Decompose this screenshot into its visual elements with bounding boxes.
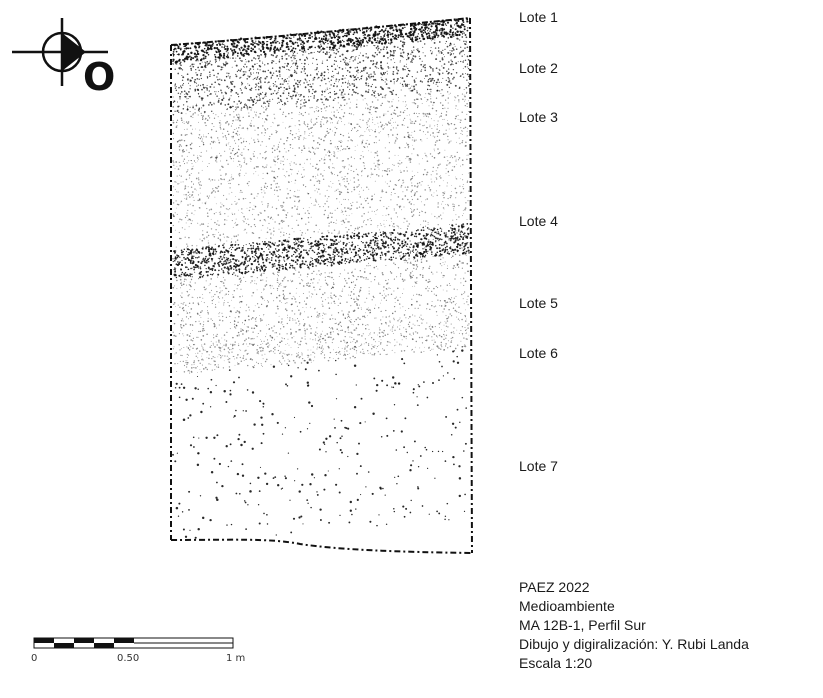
scale-bar <box>33 637 234 649</box>
lote-label-1: Lote 1 <box>519 9 558 25</box>
strata-stipple <box>172 18 470 539</box>
lote-label-6: Lote 6 <box>519 345 558 361</box>
scale-tick-1m: 1 m <box>226 653 246 664</box>
lote-label-5: Lote 5 <box>519 295 558 311</box>
caption-scale: Escala 1:20 <box>519 655 593 671</box>
north-arrow-letter: O <box>83 55 115 99</box>
caption-profile: MA 12B-1, Perfil Sur <box>519 617 646 633</box>
caption-area: Medioambiente <box>519 598 615 614</box>
lote-label-3: Lote 3 <box>519 109 558 125</box>
north-arrow-icon: O <box>12 18 115 99</box>
caption-block: PAEZ 2022 Medioambiente MA 12B-1, Perfil… <box>519 578 749 673</box>
caption-author: Dibujo y digiralización: Y. Rubi Landa <box>519 636 749 652</box>
scale-tick-0: 0 <box>31 653 38 664</box>
lote-label-4: Lote 4 <box>519 213 558 229</box>
profile-top-boundary <box>170 17 471 46</box>
profile-bottom-boundary <box>170 538 473 554</box>
lote-label-2: Lote 2 <box>519 60 558 76</box>
lote-label-7: Lote 7 <box>519 458 558 474</box>
profile-section <box>170 17 473 554</box>
profile-right-boundary <box>469 17 473 554</box>
caption-project: PAEZ 2022 <box>519 579 590 595</box>
scale-tick-050: 0.50 <box>117 653 140 664</box>
